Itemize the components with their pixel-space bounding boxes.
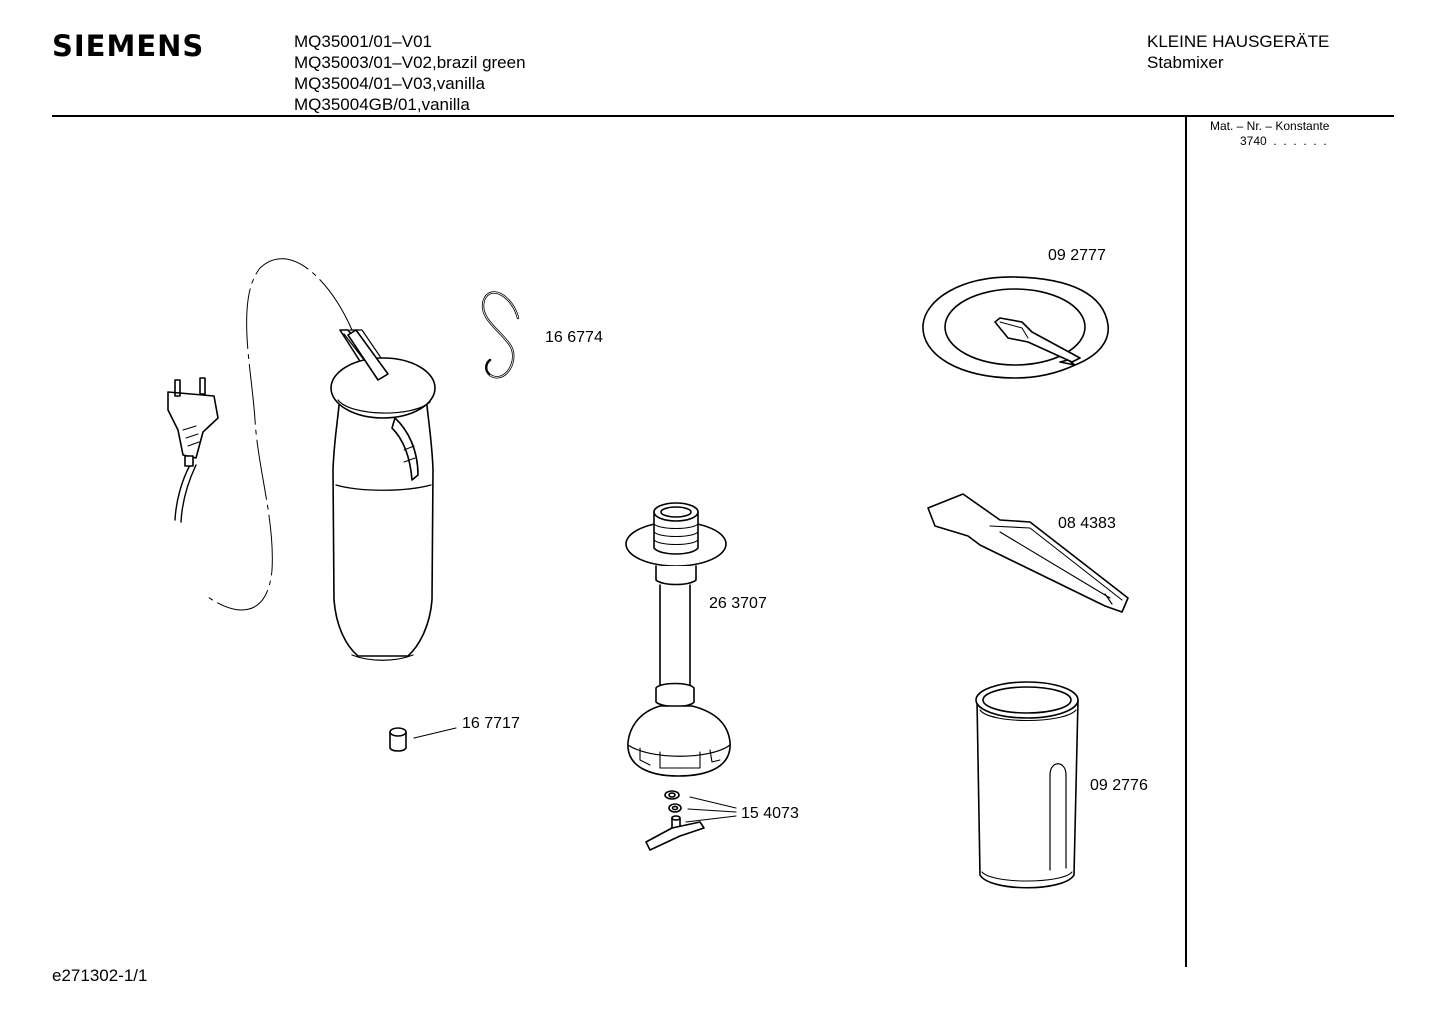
part-number-beaker: 09 2776: [1090, 777, 1148, 794]
material-number-value: 3740 . . . . . .: [1240, 134, 1327, 148]
plug-icon: [167, 377, 219, 467]
part-number-blade: 15 4073: [741, 805, 799, 822]
model-line: MQ35004/01–V03,vanilla: [294, 74, 485, 93]
part-number-lid: 09 2777: [1048, 247, 1106, 264]
model-line: MQ35004GB/01,vanilla: [294, 95, 470, 114]
beaker-lid: [922, 276, 1109, 379]
document-id: e271302-1/1: [52, 966, 148, 985]
category-block: KLEINE HAUSGERÄTE Stabmixer: [1147, 31, 1329, 73]
material-number-block: Mat. – Nr. – Konstante 3740 . . . . . .: [1210, 119, 1329, 149]
blender-shaft: [625, 502, 731, 777]
blender-motor-unit: [167, 258, 436, 661]
material-number-label: Mat. – Nr. – Konstante: [1210, 119, 1330, 133]
part-number-cap: 16 7717: [462, 715, 520, 732]
part-number-shaft: 26 3707: [709, 595, 767, 612]
part-number-spatula: 08 4383: [1058, 515, 1116, 532]
product-name: Stabmixer: [1147, 53, 1224, 72]
power-cord: [204, 258, 353, 611]
leader-line: [685, 796, 737, 823]
part-number-hook: 16 6774: [545, 329, 603, 346]
motor-top-cap: [330, 357, 436, 419]
mixing-beaker: [975, 681, 1079, 889]
power-cord-lower: [174, 464, 191, 521]
category-title: KLEINE HAUSGERÄTE: [1147, 32, 1330, 51]
model-line: MQ35001/01–V01: [294, 32, 432, 51]
model-line: MQ35003/01–V02,brazil green: [294, 53, 526, 72]
leader-line: [413, 727, 457, 739]
side-rule: [1185, 117, 1187, 967]
spatula: [927, 493, 1129, 613]
header-rule: [52, 115, 1394, 117]
power-cord-lower: [180, 464, 197, 523]
small-cap-icon: [389, 727, 407, 752]
blade-assembly: [645, 790, 705, 851]
motor-housing: [332, 394, 434, 657]
model-list: MQ35001/01–V01 MQ35003/01–V02,brazil gre…: [294, 31, 526, 115]
brand-logo: SIEMENS: [52, 29, 205, 63]
